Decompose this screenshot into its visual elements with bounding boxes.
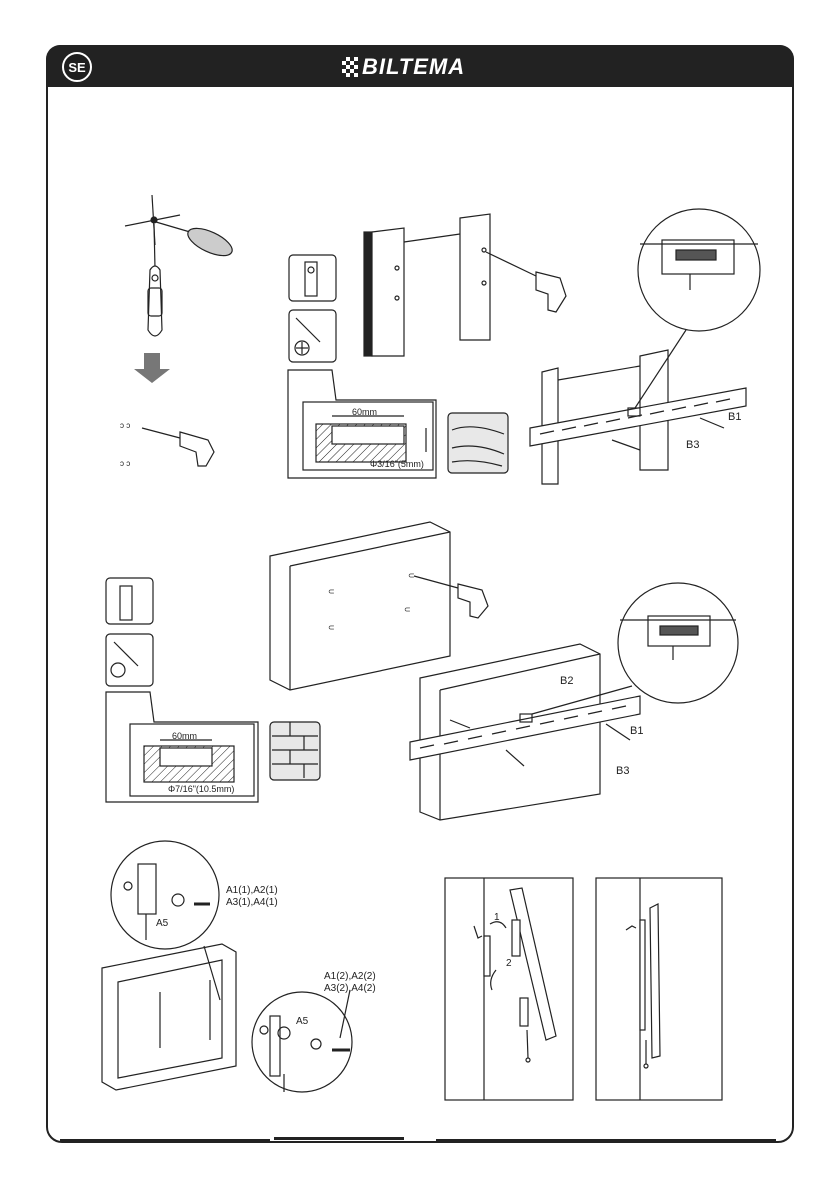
screwdriver-icon <box>289 310 336 362</box>
stud-finder-illustration <box>125 195 236 336</box>
wood-studs-drilling <box>364 214 566 356</box>
wood-bit-label: Φ3/16"(5mm) <box>370 459 424 469</box>
svg-text:⊂: ⊂ <box>328 623 335 632</box>
pilot-holes-drill: ɔ ɔ ɔ ɔ <box>120 421 214 468</box>
wood-depth-label: 60mm <box>352 407 377 417</box>
washer-a5-bottom: A5 <box>296 1016 309 1027</box>
callout-top-line2: A3(1),A4(1) <box>226 897 278 908</box>
concrete-bit-label: Φ7/16"(10.5mm) <box>168 784 234 794</box>
concrete-depth-label: 60mm <box>172 731 197 741</box>
tilt-step-1: 1 <box>494 912 500 923</box>
washer-a5-top: A5 <box>156 918 169 929</box>
stud-finder-icon <box>289 255 336 301</box>
svg-text:ɔ ɔ: ɔ ɔ <box>120 421 130 430</box>
concrete-drill-spec-panel: 60mm Φ7/16"(10.5mm) <box>106 692 258 802</box>
flat-hanging-panel <box>596 878 722 1100</box>
wood-wall-bracket: B1 B3 <box>530 350 746 484</box>
concrete-part-b2: B2 <box>560 675 573 687</box>
concrete-part-b3: B3 <box>616 765 629 777</box>
brick-material-swatch <box>270 722 320 780</box>
wood-part-b1: B1 <box>728 411 741 423</box>
tilt-step-2: 2 <box>506 958 512 969</box>
wood-drill-spec-panel: 60mm Φ3/16"(5mm) <box>288 370 436 478</box>
bracket-magnifier-bottom: A5 A1(2),A2(2) A3(2),A4(2) <box>252 971 376 1092</box>
callout-top-line1: A1(1),A2(1) <box>226 885 278 896</box>
down-arrow-icon <box>134 353 170 383</box>
svg-text:⊂: ⊂ <box>404 605 411 614</box>
concrete-wall-bracket: B2 B1 B3 <box>410 644 643 820</box>
svg-text:⊂: ⊂ <box>328 587 335 596</box>
svg-text:ɔ ɔ: ɔ ɔ <box>120 459 130 468</box>
tv-back-panel <box>102 944 236 1090</box>
wood-material-swatch <box>448 413 508 473</box>
callout-bottom-line2: A3(2),A4(2) <box>324 983 376 994</box>
concrete-wall-drilling: ⊂ ⊂ ⊂ ⊂ <box>270 522 488 690</box>
concrete-drill-tool-icons <box>106 578 153 686</box>
callout-bottom-line1: A1(2),A2(2) <box>324 971 376 982</box>
wood-part-b3: B3 <box>686 439 699 451</box>
svg-text:⊂: ⊂ <box>408 571 415 580</box>
concrete-part-b1: B1 <box>630 725 643 737</box>
tilt-hanging-panel: 1 2 <box>445 878 573 1100</box>
